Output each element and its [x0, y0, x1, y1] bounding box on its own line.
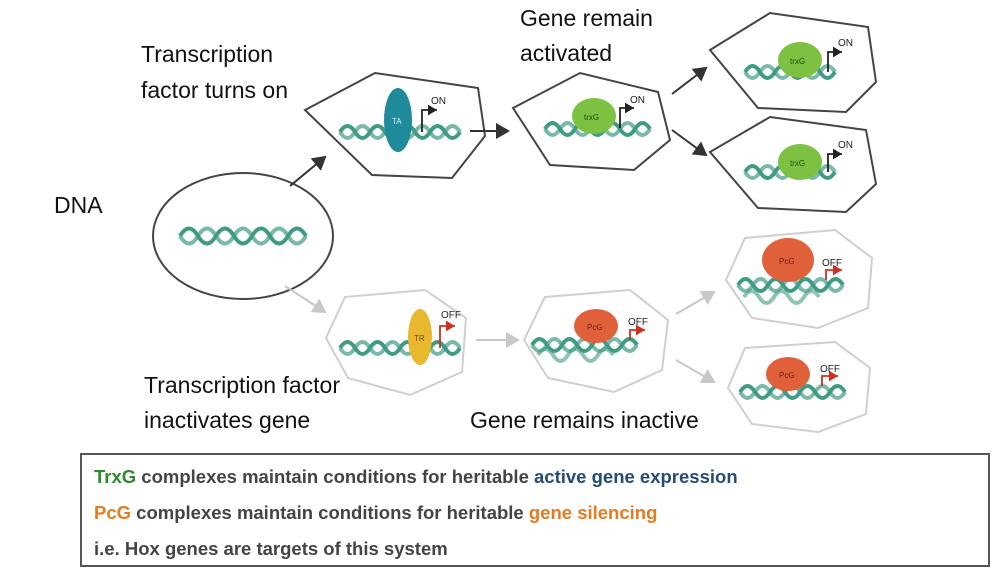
trxg-label: trxG [790, 57, 805, 66]
label-tf-inactivates-line2: inactivates gene [144, 407, 311, 433]
on-label: ON [431, 96, 446, 107]
on-label: ON [838, 38, 853, 49]
label-gene-remain-line2: activated [520, 40, 613, 66]
trxg-complex [778, 42, 822, 78]
dna-nucleus [152, 172, 334, 300]
off-label: OFF [822, 258, 842, 269]
cell-inactive-daughter-1: PcG OFF [724, 228, 874, 330]
arrow-dna-to-off [284, 285, 327, 314]
trxg-label: trxG [790, 159, 805, 168]
arrow-trxg-to-daughter-2 [671, 129, 708, 157]
arrow-trxg-to-daughter-1 [671, 66, 708, 95]
legend-active-expression: active gene expression [534, 466, 738, 487]
label-gene-remain-line1: Gene remain [520, 5, 653, 31]
legend-box: TrxG complexes maintain conditions for h… [80, 453, 990, 567]
pcg-complex [766, 357, 810, 391]
off-label: OFF [441, 310, 461, 321]
cell-gene-remains-inactive: PcG OFF [522, 288, 670, 394]
ta-label: TA [392, 117, 402, 126]
dna-helix [178, 226, 308, 246]
arrow-pcg-to-daughter-2 [675, 359, 716, 384]
pcg-label: PcG [779, 371, 795, 380]
legend-pcg-text: complexes maintain conditions for herita… [131, 502, 529, 523]
legend-line-pcg: PcG complexes maintain conditions for he… [94, 495, 976, 531]
tr-label: TR [414, 334, 425, 343]
cell-active-daughter-1: trxG ON [708, 11, 878, 114]
label-dna: DNA [54, 192, 103, 218]
off-label: OFF [820, 364, 840, 375]
cell-transcription-factor-inactivates: TR OFF [324, 288, 468, 397]
ta-factor [384, 88, 412, 152]
legend-line-hox: i.e. Hox genes are targets of this syste… [94, 538, 448, 559]
arrow-pcg-to-daughter-1 [675, 290, 716, 315]
label-transcription-on-line2: factor turns on [141, 77, 289, 103]
legend-trxg-text: complexes maintain conditions for herita… [136, 466, 535, 487]
off-label: OFF [628, 317, 648, 328]
cell-active-daughter-2: trxG ON [708, 115, 878, 214]
legend-gene-silencing: gene silencing [528, 502, 658, 523]
label-gene-remains-inactive: Gene remains inactive [470, 407, 699, 433]
legend-pcg-term: PcG [94, 502, 132, 523]
tr-factor [408, 309, 432, 365]
on-label: ON [630, 95, 645, 106]
cell-transcription-on: TA ON [303, 71, 487, 180]
on-label: ON [838, 140, 853, 151]
arrow-dna-to-on [289, 155, 327, 187]
pcg-label: PcG [779, 257, 795, 266]
cell-inactive-daughter-2: PcG OFF [726, 340, 872, 434]
legend-trxg-term: TrxG [94, 466, 137, 487]
cell-gene-remain-activated: trxG ON [511, 71, 672, 172]
pcg-complex [762, 238, 814, 282]
trxg-complex [572, 98, 616, 134]
legend-line-trxg: TrxG complexes maintain conditions for h… [94, 459, 976, 495]
pcg-complex [574, 309, 618, 343]
label-transcription-on-line1: Transcription [141, 41, 274, 67]
label-tf-inactivates-line1: Transcription factor [144, 372, 340, 398]
trxg-label: trxG [584, 113, 599, 122]
trxg-complex [778, 144, 822, 180]
pcg-label: PcG [587, 323, 603, 332]
